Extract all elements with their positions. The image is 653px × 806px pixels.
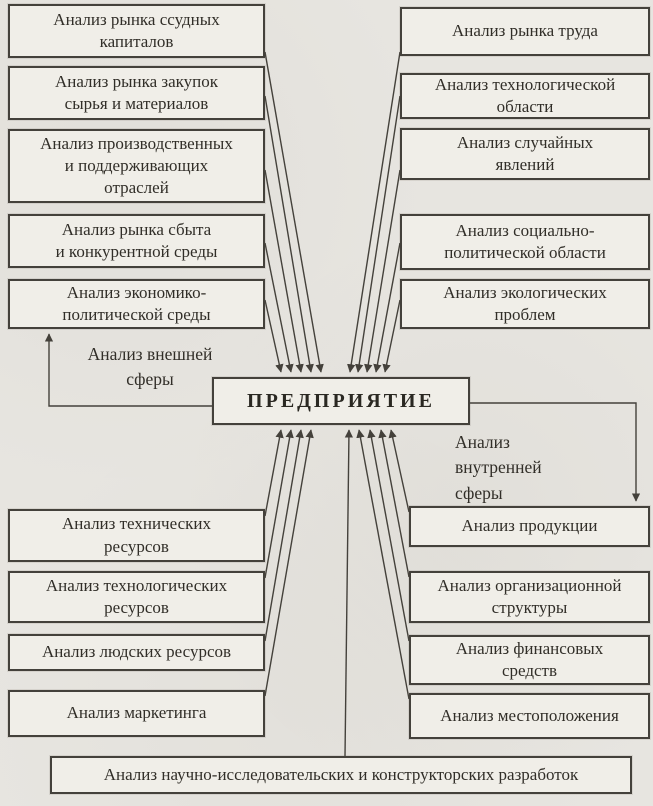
arrow-labor-market: [347, 51, 401, 373]
box-procurement-market-analysis: Анализ рынка закупок сырья и материалов: [8, 66, 265, 120]
box-marketing-analysis: Анализ маркетинга: [8, 690, 265, 737]
arrow-product: [388, 429, 410, 513]
arrow-finance: [367, 429, 410, 642]
internal-sphere-label: Анализ внутренней сферы: [455, 432, 542, 503]
box-product-analysis: Анализ продукции: [409, 506, 650, 547]
box-labor-market-analysis: Анализ рынка труда: [400, 7, 650, 56]
arrow-socio-polit: [373, 242, 401, 373]
arrow-technological-res: [264, 429, 294, 579]
arrow-human-res: [264, 429, 304, 642]
box-organizational-structure-analysis: Анализ организационной структуры: [409, 571, 650, 623]
box-ecological-problems-analysis: Анализ экологических проблем: [400, 279, 650, 329]
arrow-loan-capital: [264, 51, 324, 373]
box-location-analysis: Анализ местоположения: [409, 693, 650, 739]
box-technological-resources-analysis: Анализ технологических ресурсов: [8, 571, 265, 623]
external-sphere-label: Анализ внешней сферы: [87, 344, 213, 390]
arrow-sales-market: [264, 242, 294, 373]
arrow-tech-field: [355, 95, 401, 373]
arrow-industries: [264, 169, 304, 373]
arrow-technical-res: [264, 429, 284, 517]
box-economic-political-analysis: Анализ экономико- политической среды: [8, 279, 265, 329]
connector-external-sphere: [44, 333, 212, 407]
arrow-procurement: [264, 95, 314, 373]
arrow-marketing: [264, 429, 314, 697]
box-random-events-analysis: Анализ случайных явлений: [400, 128, 650, 180]
box-sales-market-analysis: Анализ рынка сбыта и конкурентной среды: [8, 214, 265, 268]
enterprise-box: ПРЕДПРИЯТИЕ: [212, 377, 470, 425]
box-supporting-industries-analysis: Анализ производственных и поддерживающих…: [8, 129, 265, 203]
arrow-random: [364, 169, 401, 373]
box-financial-resources-analysis: Анализ финансовых средств: [409, 635, 650, 685]
arrow-econ-polit: [264, 299, 284, 373]
arrow-org-struct: [378, 429, 410, 578]
box-socio-political-analysis: Анализ социально- политической области: [400, 214, 650, 270]
arrow-location: [356, 429, 410, 700]
connector-internal-sphere: [470, 402, 641, 502]
box-technological-field-analysis: Анализ технологической области: [400, 73, 650, 119]
box-loan-capital-market-analysis: Анализ рынка ссудных капиталов: [8, 4, 265, 58]
box-rd-analysis: Анализ научно-исследовательских и констр…: [50, 756, 632, 794]
arrow-ecology: [382, 299, 401, 373]
arrow-rd: [344, 429, 354, 757]
box-human-resources-analysis: Анализ людских ресурсов: [8, 634, 265, 671]
box-technical-resources-analysis: Анализ технических ресурсов: [8, 509, 265, 562]
